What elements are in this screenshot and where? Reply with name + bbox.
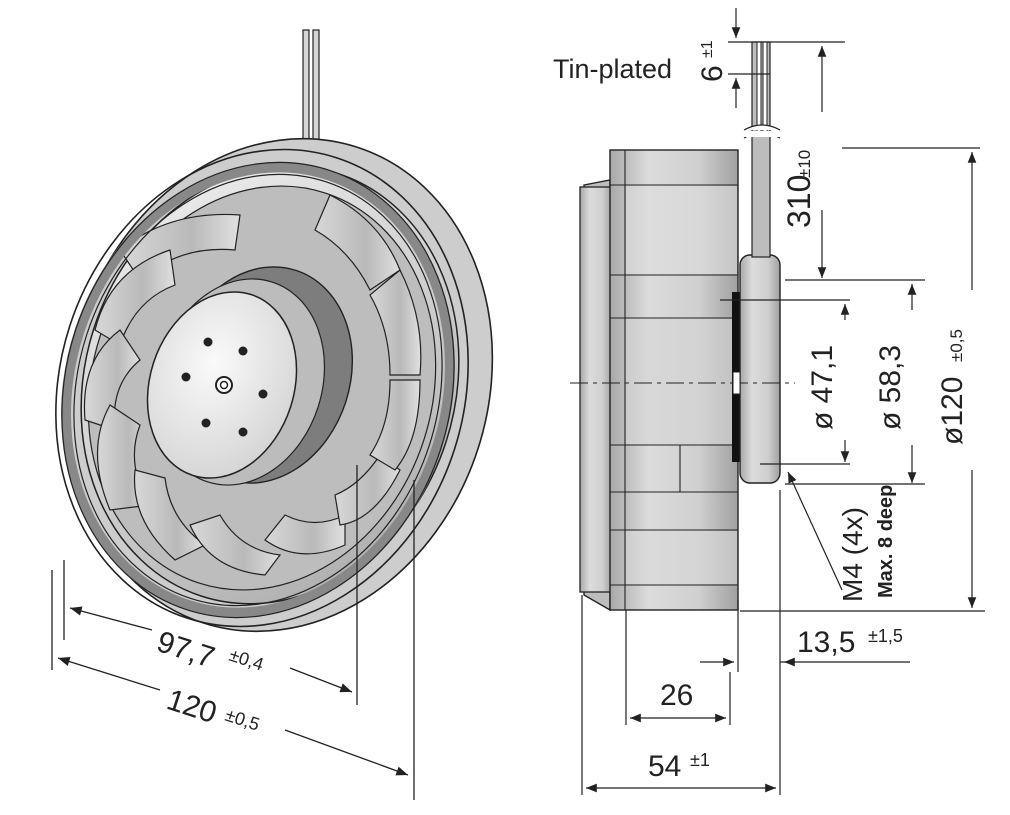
- motor-plate: [146, 291, 298, 479]
- dim-97-7-value: 97,7: [153, 625, 219, 674]
- front-dimensions: [51, 465, 415, 800]
- dim-d58-3: ø 58,3: [874, 345, 907, 430]
- fan-side-view: [570, 41, 795, 612]
- dim-d47-1: ø 47,1: [806, 345, 839, 430]
- impeller-blades: [83, 194, 422, 576]
- thread-depth-note: Max. 8 deep: [875, 485, 897, 598]
- dim-13-5-tolerance: ±1,5: [868, 626, 903, 646]
- dim-13-5-value: 13,5: [797, 626, 855, 659]
- dim-120-front-tolerance: ±0,5: [223, 705, 262, 735]
- dim-d120-side-tolerance: ±0,5: [947, 329, 966, 362]
- dim-54-value: 54: [648, 750, 681, 783]
- tin-plated-label: Tin-plated: [553, 54, 672, 84]
- dim-120-front-value: 120: [163, 683, 221, 730]
- dim-97-7-tolerance: ±0,4: [227, 645, 266, 675]
- fan-3d-view: [55, 29, 494, 633]
- dim-310-tolerance: ±10: [795, 150, 814, 178]
- side-dimensions: [581, 8, 985, 795]
- dim-6-value: 6: [696, 65, 729, 82]
- dim-d120-side-value: ø120: [936, 377, 969, 445]
- dim-310-value: 310: [781, 175, 817, 228]
- dim-54-tolerance: ±1: [690, 750, 710, 770]
- cable-3d: [302, 29, 320, 146]
- dim-26: 26: [660, 679, 693, 712]
- dim-6-tolerance: ±1: [699, 40, 716, 58]
- thread-label: M4 (4x): [837, 507, 868, 602]
